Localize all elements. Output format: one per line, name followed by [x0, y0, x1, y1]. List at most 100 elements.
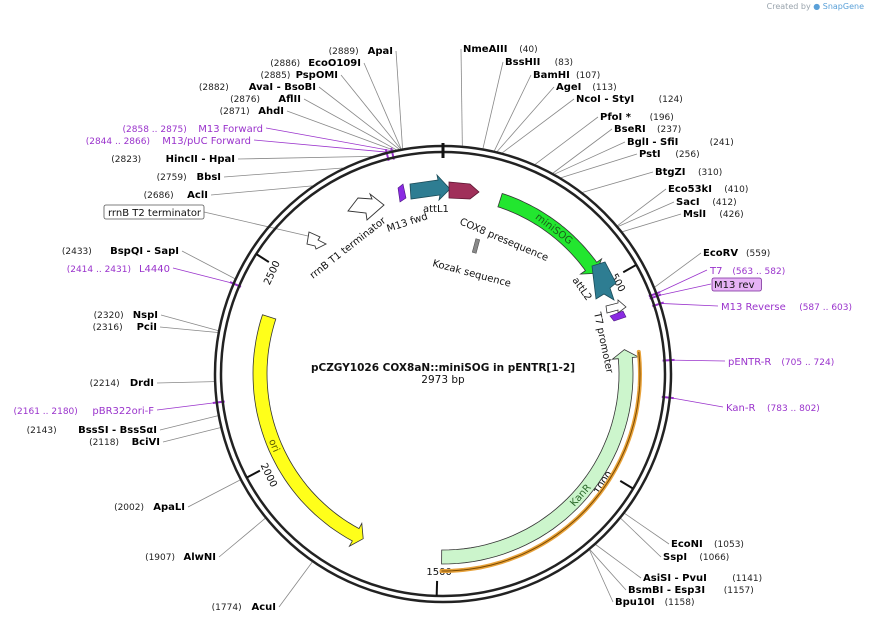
enzyme-site[interactable]: AflII(2876): [230, 94, 301, 105]
enzyme-name: PciI: [137, 322, 157, 333]
enzyme-position: (412): [712, 198, 736, 208]
enzyme-site[interactable]: PspOMI(2885): [260, 70, 338, 81]
enzyme-name: ApaI: [368, 46, 393, 57]
enzyme-name: PspOMI: [296, 70, 338, 81]
enzyme-site[interactable]: PfoI * (196): [600, 112, 674, 123]
primer-leader-line: [253, 139, 387, 153]
enzyme-position: (310): [698, 168, 722, 178]
enzyme-position: (1053): [714, 540, 744, 550]
enzyme-site[interactable]: Eco53kI(410): [668, 184, 748, 195]
enzyme-position: (113): [592, 83, 616, 93]
enzyme-site[interactable]: AvaI - BsoBI(2882): [199, 82, 316, 93]
primer-site[interactable]: M13 Forward(2858 .. 2875): [123, 124, 263, 135]
enzyme-site[interactable]: PciI(2316): [93, 322, 157, 333]
enzyme-name: BbsI: [197, 172, 221, 183]
enzyme-leader-line: [159, 415, 218, 431]
primer-range: (2858 .. 2875): [123, 125, 187, 135]
enzyme-name: BssHII: [505, 57, 540, 68]
enzyme-name: EcoO109I: [308, 58, 361, 69]
primer-site[interactable]: M13 Reverse(587 .. 603): [721, 302, 852, 313]
enzyme-position: (2759): [157, 173, 187, 183]
enzyme-leader-line: [534, 116, 599, 165]
primer-site[interactable]: M13 rev: [711, 277, 762, 292]
plasmid-size: 2973 bp: [421, 374, 465, 386]
minisog-feature-label: miniSOG: [533, 212, 574, 247]
enzyme-site[interactable]: BciVI(2118): [89, 437, 160, 448]
primer-site[interactable]: Kan-R(783 .. 802): [726, 403, 820, 414]
minisog-feature-arrow: [497, 192, 603, 275]
enzyme-site[interactable]: Bpu10I(1158): [615, 597, 695, 608]
enzyme-site[interactable]: BspQI - SapI(2433): [62, 246, 179, 257]
enzyme-site[interactable]: BssSI - BssSαI(2143): [27, 425, 157, 436]
enzyme-site[interactable]: HincII - HpaI(2823): [111, 154, 235, 165]
enzyme-site[interactable]: BseRI (237): [614, 124, 681, 135]
enzyme-name: Eco53kI: [668, 184, 712, 195]
primer-site[interactable]: T7(563 .. 582): [709, 266, 785, 277]
enzyme-leader-line: [395, 50, 403, 149]
enzyme-site[interactable]: NmeAIII(40): [463, 44, 538, 55]
enzyme-name: BciVI: [132, 437, 160, 448]
enzyme-leader-line: [318, 86, 400, 150]
enzyme-site[interactable]: PstI(256): [639, 149, 700, 160]
enzyme-site[interactable]: NcoI - StyI(124): [576, 94, 683, 105]
enzyme-position: (2886): [270, 59, 300, 69]
enzyme-name: EcoRV: [703, 248, 738, 259]
enzyme-leader-line: [303, 98, 397, 151]
enzyme-site[interactable]: EcoO109I (2886): [270, 58, 361, 69]
enzyme-site[interactable]: AsiSI - PvuI(1141): [643, 573, 762, 584]
enzyme-name: PstI: [639, 149, 661, 160]
enzyme-site[interactable]: EcoNI(1053): [671, 539, 744, 550]
enzyme-leader-line: [622, 213, 682, 233]
enzyme-position: (2823): [111, 155, 141, 165]
primer-site[interactable]: pENTR-R(705 .. 724): [728, 357, 834, 368]
enzyme-site[interactable]: SspI(1066): [663, 552, 729, 563]
enzyme-site[interactable]: BbsI (2759): [157, 172, 221, 183]
enzyme-position: (107): [576, 71, 600, 81]
primer-site[interactable]: pBR322ori-F(2161 .. 2180): [14, 406, 155, 417]
enzyme-site[interactable]: BglI - SfiI(241): [627, 137, 734, 148]
enzyme-site[interactable]: AcuI(1774): [212, 602, 276, 613]
primer-highlight-box: [711, 277, 762, 292]
primer-site[interactable]: L4440(2414 .. 2431): [67, 264, 170, 275]
rrnb-t2-terminator-arrow: [306, 231, 328, 250]
enzyme-name: SacI: [676, 197, 700, 208]
enzyme-site[interactable]: ApaI(2889): [329, 46, 393, 57]
enzyme-site[interactable]: BsmBI - Esp3I(1157): [628, 585, 754, 596]
primer-range: (587 .. 603): [799, 303, 852, 313]
primer-site[interactable]: M13/pUC Forward(2844 .. 2866): [86, 136, 251, 147]
kozak-sequence-label: Kozak sequence: [431, 258, 512, 290]
enzyme-name: PfoI *: [600, 112, 632, 123]
m13-fwd-label: M13 fwd: [386, 211, 430, 235]
enzyme-leader-line: [502, 98, 575, 154]
enzyme-site[interactable]: BtgZI(310): [655, 167, 722, 178]
enzyme-leader-line: [278, 561, 313, 608]
m13-rev-arrow: [609, 310, 627, 322]
site-labels: NmeAIII(40) BssHII(83) BamHI (107)AgeI(113)…: [14, 44, 853, 613]
enzyme-site[interactable]: ApaLI(2002): [114, 502, 185, 513]
enzyme-site[interactable]: MslI(426): [683, 209, 744, 220]
enzyme-leader-line: [460, 48, 463, 146]
enzyme-position: (196): [650, 113, 674, 123]
enzyme-site[interactable]: BssHII(83): [505, 57, 573, 68]
enzyme-leader-line: [624, 513, 670, 545]
enzyme-position: (237): [657, 125, 681, 135]
enzyme-site[interactable]: EcoRV(559): [703, 248, 770, 259]
credit-brand: SnapGene: [822, 2, 864, 11]
snapgene-icon: ●: [813, 2, 823, 11]
enzyme-position: (2686): [144, 191, 174, 201]
enzyme-leader-line: [617, 188, 667, 227]
enzyme-name: BamHI: [533, 70, 570, 81]
enzyme-site[interactable]: AlwNI(1907): [145, 552, 216, 563]
enzyme-site[interactable]: DrdI(2214): [90, 378, 154, 389]
enzyme-site[interactable]: AhdI(2871): [220, 106, 284, 117]
enzyme-site[interactable]: BamHI (107): [533, 70, 600, 81]
enzyme-position: (1066): [699, 553, 729, 563]
enzyme-site[interactable]: AclI(2686): [144, 190, 208, 201]
enzyme-name: BseRI: [614, 124, 646, 135]
enzyme-site[interactable]: SacI (412): [676, 197, 737, 208]
enzyme-name: NcoI - StyI: [576, 94, 634, 105]
enzyme-name: NspI: [133, 310, 158, 321]
enzyme-site[interactable]: NspI(2320): [94, 310, 158, 321]
enzyme-site[interactable]: AgeI(113): [556, 82, 617, 93]
enzyme-name: BsmBI - Esp3I: [628, 585, 705, 596]
